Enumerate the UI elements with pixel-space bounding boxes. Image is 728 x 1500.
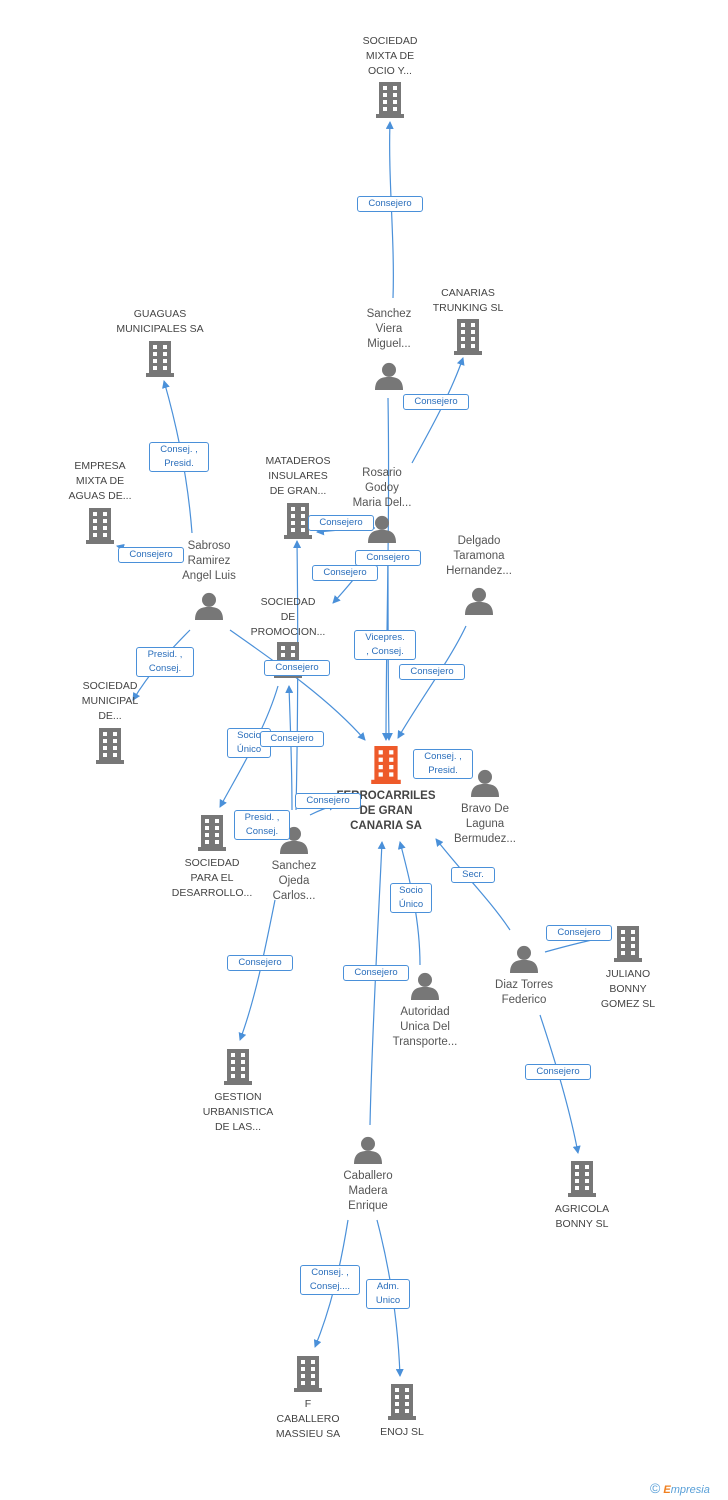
node-label: Bravo De Laguna Bermudez... xyxy=(454,803,516,845)
edge-diaz-bravo xyxy=(435,838,511,931)
node-label: MATADEROS INSULARES DE GRAN... xyxy=(265,455,331,497)
building-icon xyxy=(224,1049,252,1085)
copyright-footer: © Empresia xyxy=(650,1480,710,1496)
building-icon xyxy=(376,82,404,118)
edge-label[interactable]: Consej. , Consej.... xyxy=(300,1265,360,1295)
building-icon xyxy=(370,746,402,784)
node-gestion-urbanistica[interactable]: GESTION URBANISTICA DE LAS... xyxy=(190,1049,286,1135)
edge-label[interactable]: Consejero xyxy=(308,515,374,531)
building-icon xyxy=(614,926,642,962)
node-sociedad-municipal[interactable]: SOCIEDAD MUNICIPAL DE... xyxy=(66,679,154,769)
node-label: Diaz Torres Federico xyxy=(495,979,553,1006)
node-label: Caballero Madera Enrique xyxy=(343,1170,393,1212)
node-label: CANARIAS TRUNKING SL xyxy=(432,287,504,314)
node-sanchez-viera[interactable]: Sanchez Viera Miguel... xyxy=(346,307,432,395)
node-label: FERROCARRILES DE GRAN CANARIA SA xyxy=(336,790,436,832)
edge-ojeda-gestion xyxy=(238,899,276,1041)
edge-label[interactable]: Consejero xyxy=(546,925,612,941)
edge-label[interactable]: Consejero xyxy=(357,196,423,212)
edge-diaz-agricola xyxy=(539,1014,581,1154)
edge-label[interactable]: Consej. , Presid. xyxy=(149,442,209,472)
edge-label[interactable]: Socio Único xyxy=(390,883,432,913)
edge-label[interactable]: Presid. , Consej. xyxy=(234,810,290,840)
edge-label[interactable]: Adm. Unico xyxy=(366,1279,410,1309)
node-sociedad-promocion[interactable]: SOCIEDAD DE PROMOCION... xyxy=(240,595,336,683)
node-canarias-trunking[interactable]: CANARIAS TRUNKING SL xyxy=(420,286,516,360)
node-label: EMPRESA MIXTA DE AGUAS DE... xyxy=(68,460,132,502)
edge-label[interactable]: Consejero xyxy=(227,955,293,971)
edge-sabroso-ferrocarriles xyxy=(229,629,366,741)
node-label: SOCIEDAD MIXTA DE OCIO Y... xyxy=(362,35,418,77)
building-icon xyxy=(86,508,114,544)
edge-label[interactable]: Consej. , Presid. xyxy=(413,749,473,779)
node-label: AGRICOLA BONNY SL xyxy=(554,1203,610,1230)
edge-label[interactable]: Consejero xyxy=(312,565,378,581)
edge-label[interactable]: Consejero xyxy=(343,965,409,981)
brand-name: mpresia xyxy=(670,1484,710,1496)
node-label: Autoridad Unica Del Transporte... xyxy=(392,1006,458,1048)
node-label: Delgado Taramona Hernandez... xyxy=(446,535,512,577)
node-agricola-bonny[interactable]: AGRICOLA BONNY SL xyxy=(542,1161,622,1232)
node-autoridad[interactable]: Autoridad Unica Del Transporte... xyxy=(380,972,470,1050)
edge-label[interactable]: Consejero xyxy=(403,394,469,410)
node-label: SOCIEDAD DE PROMOCION... xyxy=(250,596,326,638)
node-label: ENOJ SL xyxy=(380,1426,424,1438)
edge-label[interactable]: Consejero xyxy=(355,550,421,566)
edge-delgado-ferrocarriles xyxy=(397,625,467,739)
node-caballero[interactable]: Caballero Madera Enrique xyxy=(324,1136,412,1214)
person-icon xyxy=(354,1136,382,1164)
node-empresa-mixta[interactable]: EMPRESA MIXTA DE AGUAS DE... xyxy=(56,459,144,549)
copyright-symbol: © xyxy=(650,1480,661,1496)
edge-label[interactable]: Presid. , Consej. xyxy=(136,647,194,677)
edge-label[interactable]: Secr. xyxy=(451,867,495,883)
node-guaguas[interactable]: GUAGUAS MUNICIPALES SA xyxy=(104,307,216,382)
node-label: SOCIEDAD MUNICIPAL DE... xyxy=(81,680,139,722)
node-label: SOCIEDAD PARA EL DESARROLLO... xyxy=(171,857,253,899)
node-diaz-torres[interactable]: Diaz Torres Federico xyxy=(478,945,570,1008)
building-icon xyxy=(198,815,226,851)
edge-label[interactable]: Consejero xyxy=(295,793,361,809)
node-enoj[interactable]: ENOJ SL xyxy=(366,1384,438,1440)
building-icon xyxy=(146,341,174,377)
building-icon xyxy=(96,728,124,764)
edge-rosario-canarias xyxy=(411,357,465,464)
node-sanchez-ojeda[interactable]: Sanchez Ojeda Carlos... xyxy=(250,826,338,904)
node-label: Sanchez Ojeda Carlos... xyxy=(271,860,317,902)
person-icon xyxy=(465,587,493,615)
edge-label[interactable]: Vicepres. , Consej. xyxy=(354,630,416,660)
node-sociedad-mixta[interactable]: SOCIEDAD MIXTA DE OCIO Y... xyxy=(340,34,440,123)
node-mataderos[interactable]: MATADEROS INSULARES DE GRAN... xyxy=(254,454,342,544)
building-icon xyxy=(454,319,482,355)
person-icon xyxy=(375,362,403,390)
edge-label[interactable]: Consejero xyxy=(399,664,465,680)
building-icon xyxy=(388,1384,416,1420)
brand-initial: E xyxy=(663,1484,671,1496)
node-sociedad-desarrollo[interactable]: SOCIEDAD PARA EL DESARROLLO... xyxy=(160,815,264,901)
node-bravo[interactable]: Bravo De Laguna Bermudez... xyxy=(440,769,530,847)
edge-ojeda-promocion xyxy=(285,685,294,811)
node-sabroso[interactable]: Sabroso Ramirez Angel Luis xyxy=(164,539,254,625)
person-icon xyxy=(195,592,223,620)
node-delgado[interactable]: Delgado Taramona Hernandez... xyxy=(434,534,524,620)
node-f-caballero[interactable]: F CABALLERO MASSIEU SA xyxy=(266,1356,350,1442)
building-icon xyxy=(568,1161,596,1197)
edge-label[interactable]: Consejero xyxy=(260,731,324,747)
person-icon xyxy=(411,972,439,1000)
edge-label[interactable]: Consejero xyxy=(118,547,184,563)
node-label: F CABALLERO MASSIEU SA xyxy=(275,1398,341,1440)
building-icon xyxy=(294,1356,322,1392)
person-icon xyxy=(510,945,538,973)
node-label: Sanchez Viera Miguel... xyxy=(366,308,412,350)
node-ferrocarriles[interactable]: FERROCARRILES DE GRAN CANARIA SA xyxy=(326,746,446,834)
node-label: GUAGUAS MUNICIPALES SA xyxy=(116,308,204,335)
node-label: JULIANO BONNY GOMEZ SL xyxy=(600,968,656,1010)
node-label: Sabroso Ramirez Angel Luis xyxy=(182,540,236,582)
node-juliano-bonny[interactable]: JULIANO BONNY GOMEZ SL xyxy=(590,926,666,1012)
person-icon xyxy=(471,769,499,797)
edge-label[interactable]: Consejero xyxy=(525,1064,591,1080)
node-rosario-godoy[interactable]: Rosario Godoy Maria Del... xyxy=(336,466,428,548)
node-label: Rosario Godoy Maria Del... xyxy=(352,467,412,509)
node-label: GESTION URBANISTICA DE LAS... xyxy=(202,1091,274,1133)
edge-label[interactable]: Consejero xyxy=(264,660,330,676)
